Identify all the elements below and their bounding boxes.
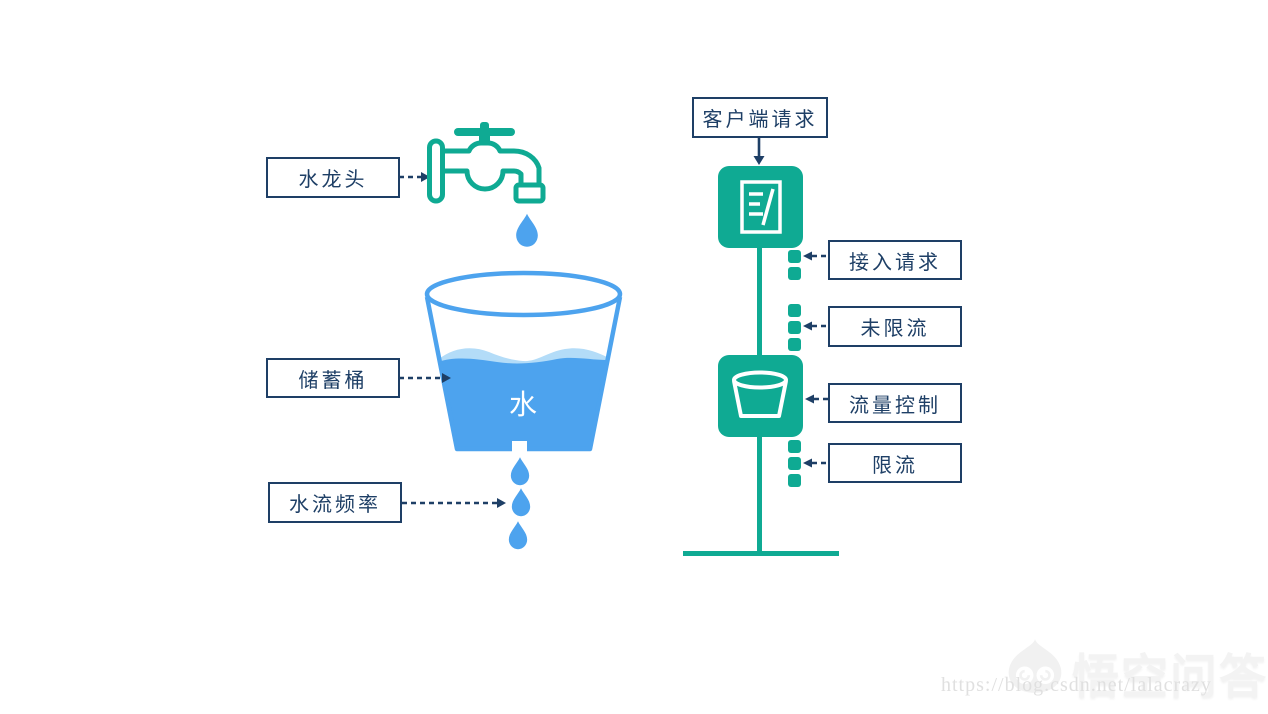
limited-label: 限流 [872,454,918,477]
flow-control-box: 流量控制 [828,383,962,423]
limited-box: 限流 [828,443,962,483]
client-request-box: 客户端请求 [692,97,828,138]
faucet-label-box: 水龙头 [266,157,400,198]
request-token-square [788,474,801,487]
flow-control-label: 流量控制 [849,394,941,417]
water-label: 水 [509,389,537,420]
request-token-square [788,267,801,280]
dashed-arrow-flow-control [805,394,828,404]
flow-rate-label-box: 水流频率 [268,482,402,523]
flow-rate-label: 水流频率 [289,494,381,516]
client-request-label: 客户端请求 [702,109,818,131]
request-token-square [788,321,801,334]
dashed-arrow-to-drops [402,498,506,508]
not-limited-label: 未限流 [860,318,930,340]
water-drop-icon [516,213,538,247]
peach-logo-icon [1008,639,1062,693]
watermark-url: https://blog.csdn.net/lalacrazy [941,674,1212,696]
bucket-icon [732,370,788,418]
bucket-label-box: 储蓄桶 [266,358,400,398]
faucet-label: 水龙头 [298,169,368,191]
request-token-square [788,457,801,470]
document-icon [740,180,782,234]
bucket-graphic: 水 [424,270,623,455]
faucet-icon [427,122,546,204]
request-token-square [788,250,801,263]
bucket-outlet-notch [512,441,527,455]
not-limited-box: 未限流 [828,306,962,347]
watermark-logo-text: 悟空问答 [1072,650,1268,703]
access-request-label: 接入请求 [849,251,941,274]
pipeline-base-line [683,551,839,556]
access-request-box: 接入请求 [828,240,962,280]
dashed-arrow-limited [803,458,828,468]
request-token-square [788,304,801,317]
dashed-arrow-to-faucet [399,172,430,182]
solid-arrow-down [753,137,765,165]
bucket-rim [424,270,623,318]
request-token-square [788,440,801,453]
dashed-arrow-access-request [803,251,828,261]
flow-control-card [718,355,803,437]
bucket-label: 储蓄桶 [298,369,368,392]
request-card [718,166,803,248]
dashed-arrow-to-bucket [399,373,451,383]
water-fill [438,357,607,447]
water-drop-icon [510,457,530,486]
water-drop-icon [511,488,531,517]
water-drop-icon [508,521,528,550]
dashed-arrow-not-limited [803,321,828,331]
request-token-square [788,338,801,351]
